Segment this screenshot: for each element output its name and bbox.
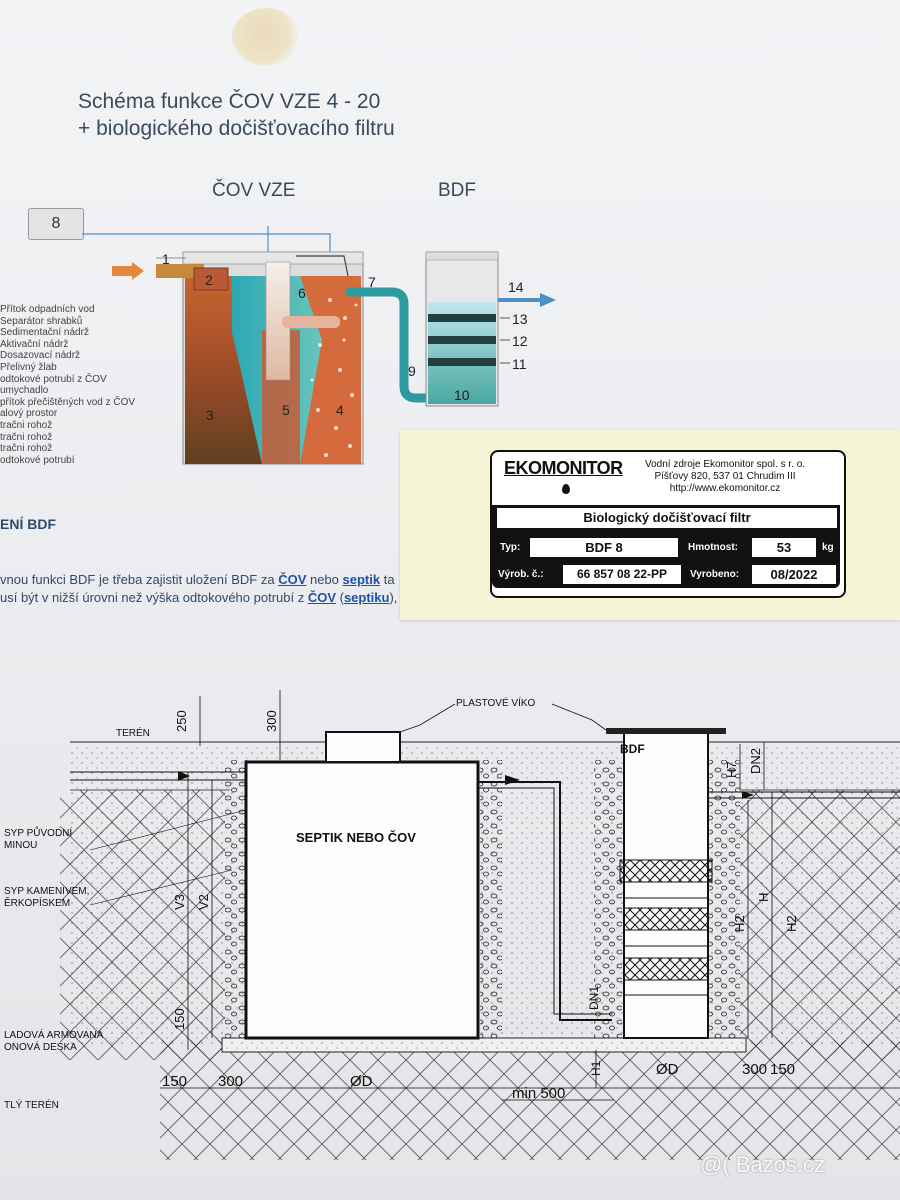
dim-150-left: 150 bbox=[162, 1073, 187, 1090]
paragraph-text: usí být v nižší úrovni než výška odtokov… bbox=[0, 590, 308, 605]
paragraph-text: ( bbox=[336, 590, 344, 605]
dim-h1: H1 bbox=[589, 1060, 603, 1076]
page-title: Schéma funkce ČOV VZE 4 - 20 + biologick… bbox=[78, 88, 395, 142]
brand-logo: EKOMONITOR bbox=[504, 458, 623, 478]
link-cov[interactable]: ČOV bbox=[307, 590, 336, 605]
legend-item: Sedimentační nádrž bbox=[0, 327, 89, 339]
dim-250: 250 bbox=[174, 710, 189, 732]
paragraph-text: ), bbox=[389, 590, 398, 605]
num-14: 14 bbox=[508, 279, 524, 295]
num-13: 13 bbox=[512, 311, 528, 327]
serial-label: Výrob. č.: bbox=[498, 569, 544, 580]
company-address: Vodní zdroje Ekomonitor spol. s r. o. Pí… bbox=[612, 459, 838, 495]
dim-h7: H7 bbox=[724, 761, 739, 778]
legend-item: umychadlo bbox=[0, 385, 49, 397]
box-number-8: 8 bbox=[28, 208, 84, 240]
dim-dn2: DN2 bbox=[748, 748, 763, 774]
backfill-gravel-label-2: ĚRKOPÍSKEM bbox=[4, 896, 70, 909]
link-septik[interactable]: septik bbox=[342, 572, 381, 587]
legend-item: odtokové potrubí z ČOV bbox=[0, 373, 107, 385]
bazos-watermark: @( Bazos.cz bbox=[700, 1152, 826, 1177]
legend-item: alový prostor bbox=[0, 408, 58, 420]
legend-item: přítok přečištěných vod z ČOV bbox=[0, 396, 136, 408]
paragraph-line-2: usí být v nižší úrovni než výška odtokov… bbox=[0, 590, 397, 605]
schema-legend: Přítok odpadních vod Separátor shrabků S… bbox=[0, 304, 135, 466]
legend-item: Dosazovací nádrž bbox=[0, 350, 81, 362]
coffee-stain bbox=[232, 8, 300, 66]
type-label: Typ: bbox=[500, 542, 521, 553]
dim-300-left: 300 bbox=[218, 1073, 243, 1090]
dim-dn1: DN1 bbox=[587, 986, 601, 1010]
bdf-label: BDF bbox=[438, 180, 476, 201]
dim-h2-inner: H2 bbox=[732, 915, 747, 932]
paragraph-line-1: vnou funkci BDF je třeba zajistit uložen… bbox=[0, 572, 395, 587]
dim-300-right: 300 bbox=[742, 1061, 767, 1078]
dim-v3: V3 bbox=[172, 894, 187, 910]
section-heading: ENÍ BDF bbox=[0, 516, 56, 532]
product-name: Biologický dočišťovací filtr bbox=[497, 508, 837, 528]
bdf-tank-label: BDF bbox=[620, 742, 645, 756]
weight-value: 53 bbox=[752, 538, 816, 557]
legend-item: Aktivační nádrž bbox=[0, 338, 69, 350]
num-12: 12 bbox=[512, 333, 528, 349]
legend-item: Přelivný žlab bbox=[0, 361, 57, 373]
plastic-lid-label: PLASTOVÉ VÍKO bbox=[456, 696, 536, 709]
num-6: 6 bbox=[298, 285, 306, 301]
serial-value: 66 857 08 22-PP bbox=[563, 565, 681, 584]
paragraph-text: nebo bbox=[306, 572, 343, 587]
dim-od-bdf: ØD bbox=[656, 1061, 679, 1078]
cov-bdf-schematic: 1 2 3 4 5 6 7 9 10 11 12 13 14 bbox=[82, 226, 556, 465]
date-label: Vyrobeno: bbox=[690, 569, 740, 580]
legend-item: tračni rohož bbox=[0, 419, 53, 431]
dim-150-right: 150 bbox=[770, 1061, 795, 1078]
concrete-slab-label-1: LADOVÁ ARMOVANÁ bbox=[4, 1028, 104, 1041]
company-street: Píšťovy 820, 537 01 Chrudim III bbox=[654, 471, 796, 482]
dim-150-vertical: 150 bbox=[172, 1008, 187, 1030]
num-11: 11 bbox=[512, 356, 527, 372]
num-4: 4 bbox=[336, 402, 344, 418]
type-value: BDF 8 bbox=[530, 538, 678, 557]
title-line-2: + biologického dočišťovacího filtru bbox=[78, 117, 395, 140]
weight-label: Hmotnost: bbox=[688, 542, 738, 553]
backfill-gravel-label-1: SYP KAMENIVEM, bbox=[4, 886, 89, 897]
terrain-label: TERÉN bbox=[116, 726, 150, 739]
concrete-slab-label-2: ONOVÁ DESKA bbox=[4, 1040, 77, 1053]
num-7: 7 bbox=[368, 274, 376, 290]
num-9: 9 bbox=[408, 363, 416, 379]
paragraph-text: vnou funkci BDF je třeba zajistit uložen… bbox=[0, 572, 279, 587]
dim-od-septik: ØD bbox=[350, 1073, 373, 1090]
installation-drawing: PLASTOVÉ VÍKO TERÉN SYP PŮVODNÍ MINOU SY… bbox=[4, 690, 900, 1160]
dim-min-500: min 500 bbox=[512, 1085, 565, 1102]
natural-terrain-label: TLÝ TERÉN bbox=[4, 1098, 59, 1111]
num-5: 5 bbox=[282, 402, 290, 418]
link-septiku[interactable]: septiku bbox=[343, 590, 390, 605]
company-name: Vodní zdroje Ekomonitor spol. s r. o. bbox=[644, 459, 806, 470]
dim-v2: V2 bbox=[196, 894, 211, 910]
num-3: 3 bbox=[206, 407, 214, 423]
company-url: http://www.ekomonitor.cz bbox=[669, 483, 781, 494]
legend-item: tračni rohož bbox=[0, 443, 53, 455]
backfill-original-label-2: MINOU bbox=[4, 840, 37, 851]
septik-tank-label: SEPTIK NEBO ČOV bbox=[296, 830, 416, 845]
dim-h: H bbox=[756, 893, 771, 902]
legend-item: odtokové potrubí bbox=[0, 454, 75, 466]
num-1: 1 bbox=[162, 251, 170, 267]
link-cov[interactable]: ČOV bbox=[278, 572, 307, 587]
dim-h2-outer: H2 bbox=[784, 915, 799, 932]
water-drop-icon bbox=[562, 484, 570, 494]
date-value: 08/2022 bbox=[752, 565, 836, 584]
weight-unit: kg bbox=[822, 542, 834, 553]
paragraph-text: ta bbox=[380, 572, 395, 587]
cov-label: ČOV VZE bbox=[212, 180, 296, 201]
legend-item: Separátor shrabků bbox=[0, 315, 83, 327]
legend-item: Přítok odpadních vod bbox=[0, 304, 95, 315]
dim-300-top: 300 bbox=[264, 710, 279, 732]
title-line-1: Schéma funkce ČOV VZE 4 - 20 bbox=[78, 90, 381, 113]
num-10: 10 bbox=[454, 387, 470, 403]
legend-item: tračni rohož bbox=[0, 431, 53, 443]
num-2: 2 bbox=[205, 272, 213, 288]
backfill-original-label-1: SYP PŮVODNÍ bbox=[4, 826, 72, 839]
